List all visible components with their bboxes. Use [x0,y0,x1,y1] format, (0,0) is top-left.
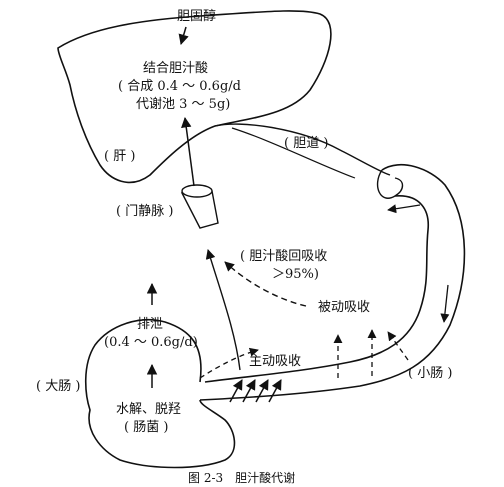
large-intestine-outline [84,318,236,469]
metabolic-pool-label: 代谢池 3 ～ 5g) [136,97,231,112]
synthesis-rate-label: ( 合成 0.4 ～ 0.6g/d [118,79,241,94]
hydrolysis-label: 水解、脱羟 [116,402,182,417]
cholesterol-arrow [178,26,189,46]
active-absorption-arrow-3 [255,379,269,403]
portal-vein-label: ( 门静脉 ) [116,204,174,219]
gut-bacteria-label: ( 肠菌 ) [124,420,169,435]
passive-absorption-label: 被动吸收 [318,300,371,315]
figure-caption: 图 2-3 胆汁酸代谢 [188,471,296,485]
passive-to-portal-dashed-arrow [224,261,307,307]
portal-vein-vessel [180,184,219,229]
active-absorption-label: 主动吸收 [249,354,302,369]
cholesterol-label: 胆固醇 [177,9,217,24]
duodenum-inner [204,195,430,383]
active-absorption-arrow-1 [229,379,243,403]
small-intestine-label: ( 小肠 ) [408,366,453,381]
bile-duct-label: ( 胆道 ) [284,136,329,151]
duodenum-curl [377,169,404,199]
liver-outline [57,10,332,184]
excretion-amount-label: (0.4 ～ 0.6g/d) [104,335,198,350]
conjugated-bile-acid-label: 结合胆汁酸 [143,61,209,76]
liver-label: ( 肝 ) [104,149,136,164]
duodenum-flow-arrow-2 [440,284,450,323]
bile-duct-line [214,123,391,176]
active-absorption-route-arrow [205,249,241,371]
passive-dashed-arrow-3 [387,331,409,361]
portal-to-liver-arrow [181,116,195,187]
duodenum-flow-arrow-1 [387,204,421,214]
large-intestine-label: ( 大肠 ) [36,379,81,394]
active-absorption-arrow-2 [242,379,256,403]
excretion-label: 排泄 [137,317,164,332]
reabsorption-label-line2: ＞95%) [272,267,319,282]
reabsorption-label-line1: ( 胆汁酸回吸收 [240,249,328,264]
bile-duct-connector [231,127,356,179]
active-absorption-arrow-4 [268,379,282,403]
duodenum-outer [199,163,466,401]
